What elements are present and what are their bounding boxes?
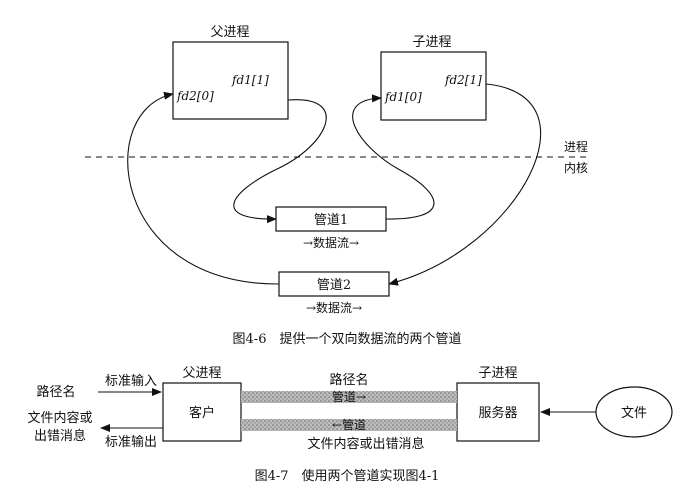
boundary-kernel-label: 内核	[564, 161, 588, 175]
file-label: 文件	[621, 406, 647, 421]
pathname-label-top: 路径名	[329, 372, 368, 388]
client-box	[162, 382, 242, 442]
stdout-label: 标准输出	[105, 434, 157, 450]
server-label: 服务器	[478, 405, 517, 421]
pipe-2-flow-label: →数据流→	[306, 300, 362, 315]
pipe-top-label: 管道→	[332, 389, 366, 404]
pipe-bottom-label: ←管道	[332, 417, 366, 432]
left-output-line1: 文件内容或	[27, 410, 92, 426]
parent-fd-read: fd2[0]	[176, 89, 214, 103]
file-node: 文件	[595, 386, 673, 438]
curve-parent-to-pipe1	[233, 99, 327, 224]
stdin-label: 标准输入	[105, 373, 157, 389]
figure-4-6: 父进程 fd1[1] fd2[0] 子进程 fd2[1] fd1[0] 进程 内…	[85, 25, 590, 347]
pipe-bottom-band	[241, 419, 457, 431]
child-process-label-2: 子进程	[478, 366, 517, 381]
pipe-server-to-client: ←管道	[241, 417, 457, 432]
figure-4-7: 父进程 客户 子进程 服务器 文件 管道→ ←管道 路径名 文件内容或出错消息 …	[27, 366, 673, 484]
server-box	[456, 382, 540, 442]
figure-4-7-caption: 图4-7 使用两个管道实现图4-1	[255, 468, 440, 484]
pipe-1: 管道1 →数据流→	[275, 206, 387, 250]
child-process-label: 子进程	[412, 35, 451, 50]
pipe-1-box	[275, 206, 387, 232]
parent-process-label-2: 父进程	[182, 366, 221, 381]
pipe-client-to-server: 管道→	[241, 389, 457, 404]
parent-process-label: 父进程	[210, 25, 249, 40]
pipe-1-flow-label: →数据流→	[303, 235, 359, 250]
contents-label-bottom: 文件内容或出错消息	[307, 436, 424, 452]
pipe-top-band	[241, 391, 457, 403]
child-fd-write: fd2[1]	[444, 73, 482, 87]
pipe-2-label: 管道2	[317, 278, 351, 293]
child-fd-read: fd1[0]	[384, 90, 422, 104]
parent-process: 父进程 fd1[1] fd2[0]	[172, 25, 289, 120]
curve-pipe2-to-parent	[127, 91, 280, 285]
parent-process-box	[172, 41, 289, 120]
server-process: 子进程 服务器	[456, 366, 540, 442]
figure-4-6-caption: 图4-6 提供一个双向数据流的两个管道	[233, 331, 462, 347]
curve-child-to-pipe2	[388, 83, 542, 286]
left-output-line2: 出错消息	[34, 428, 86, 444]
client-label: 客户	[189, 405, 215, 421]
boundary-process-label: 进程	[564, 139, 588, 154]
pipe-1-label: 管道1	[314, 213, 348, 228]
client-process: 父进程 客户	[162, 366, 242, 442]
child-process: 子进程 fd2[1] fd1[0]	[380, 35, 487, 121]
left-input-pathname: 路径名	[36, 384, 75, 400]
parent-fd-write: fd1[1]	[231, 73, 269, 87]
child-process-box	[380, 51, 487, 121]
curve-pipe1-to-child	[352, 94, 435, 220]
pipe-2: 管道2 →数据流→	[278, 271, 390, 315]
